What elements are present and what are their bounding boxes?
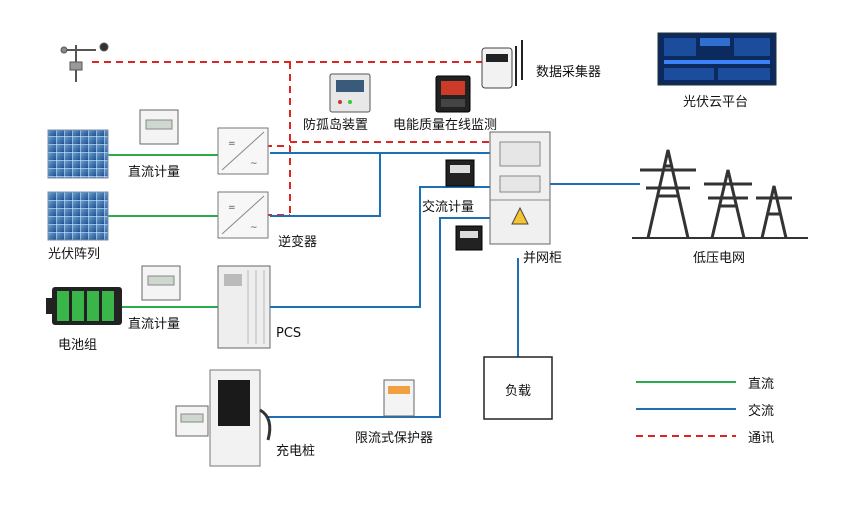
- ac-lines: [268, 152, 640, 418]
- label-anti-islanding: 防孤岛装置: [303, 118, 369, 133]
- svg-text:~: ~: [250, 223, 258, 233]
- legend-label-comm: 通讯: [748, 431, 775, 446]
- label-pv-array: 光伏阵列: [48, 247, 101, 262]
- pv-panel-2-icon: [47, 191, 109, 241]
- svg-text:=: =: [228, 139, 236, 149]
- data-collector-icon: [481, 40, 523, 89]
- power-quality-monitor-icon: [435, 75, 471, 113]
- label-dc-meter-2: 直流计量: [128, 317, 181, 332]
- svg-text:=: =: [228, 203, 236, 213]
- label-ac-meter: 交流计量: [422, 200, 475, 215]
- load-box: [483, 356, 553, 420]
- weather-station-icon: [60, 42, 109, 82]
- legend-label-ac: 交流: [748, 404, 775, 419]
- cloud-platform-screen: [657, 32, 777, 86]
- dc-meter-1-icon: [139, 109, 179, 145]
- svg-text:~: ~: [250, 159, 258, 169]
- legend: [636, 381, 736, 437]
- inverter-1-icon: = ~: [217, 127, 269, 175]
- label-low-voltage-grid: 低压电网: [693, 251, 746, 266]
- ac-line-charger-cabinet: [268, 217, 490, 418]
- label-pcs: PCS: [276, 326, 302, 341]
- label-charging-pile: 充电桩: [276, 444, 316, 459]
- dc-lines: [108, 154, 218, 308]
- label-load: 负载: [505, 384, 532, 399]
- ac-meter-2-icon: [455, 225, 483, 251]
- label-current-limit-protector: 限流式保护器: [355, 431, 434, 446]
- anti-islanding-device-icon: [329, 73, 371, 113]
- pcs-cabinet-icon: [217, 265, 271, 349]
- current-limit-protector-icon: [383, 379, 415, 417]
- label-inverter: 逆变器: [278, 235, 318, 250]
- label-dc-meter-1: 直流计量: [128, 165, 181, 180]
- label-battery: 电池组: [58, 338, 98, 353]
- ac-meter-1-icon: [445, 159, 475, 187]
- label-grid-cabinet: 并网柜: [523, 251, 563, 266]
- charging-pile-icon: [209, 369, 272, 467]
- grid-cabinet-icon: [489, 131, 551, 245]
- battery-icon: [46, 287, 122, 325]
- ac-line-inverter2-branch: [270, 153, 381, 217]
- transmission-towers-icon: [632, 149, 808, 239]
- label-data-collector: 数据采集器: [536, 65, 602, 80]
- label-power-quality: 电能质量在线监测: [393, 118, 498, 133]
- comm-lines: [92, 61, 490, 216]
- pv-panel-1-icon: [47, 129, 109, 179]
- charger-meter-icon: [175, 405, 209, 437]
- legend-label-dc: 直流: [748, 377, 775, 392]
- dc-meter-2-icon: [141, 265, 181, 301]
- ac-line-pcs-cabinet: [270, 186, 490, 308]
- label-cloud-platform: 光伏云平台: [683, 95, 749, 110]
- inverter-2-icon: = ~: [217, 191, 269, 239]
